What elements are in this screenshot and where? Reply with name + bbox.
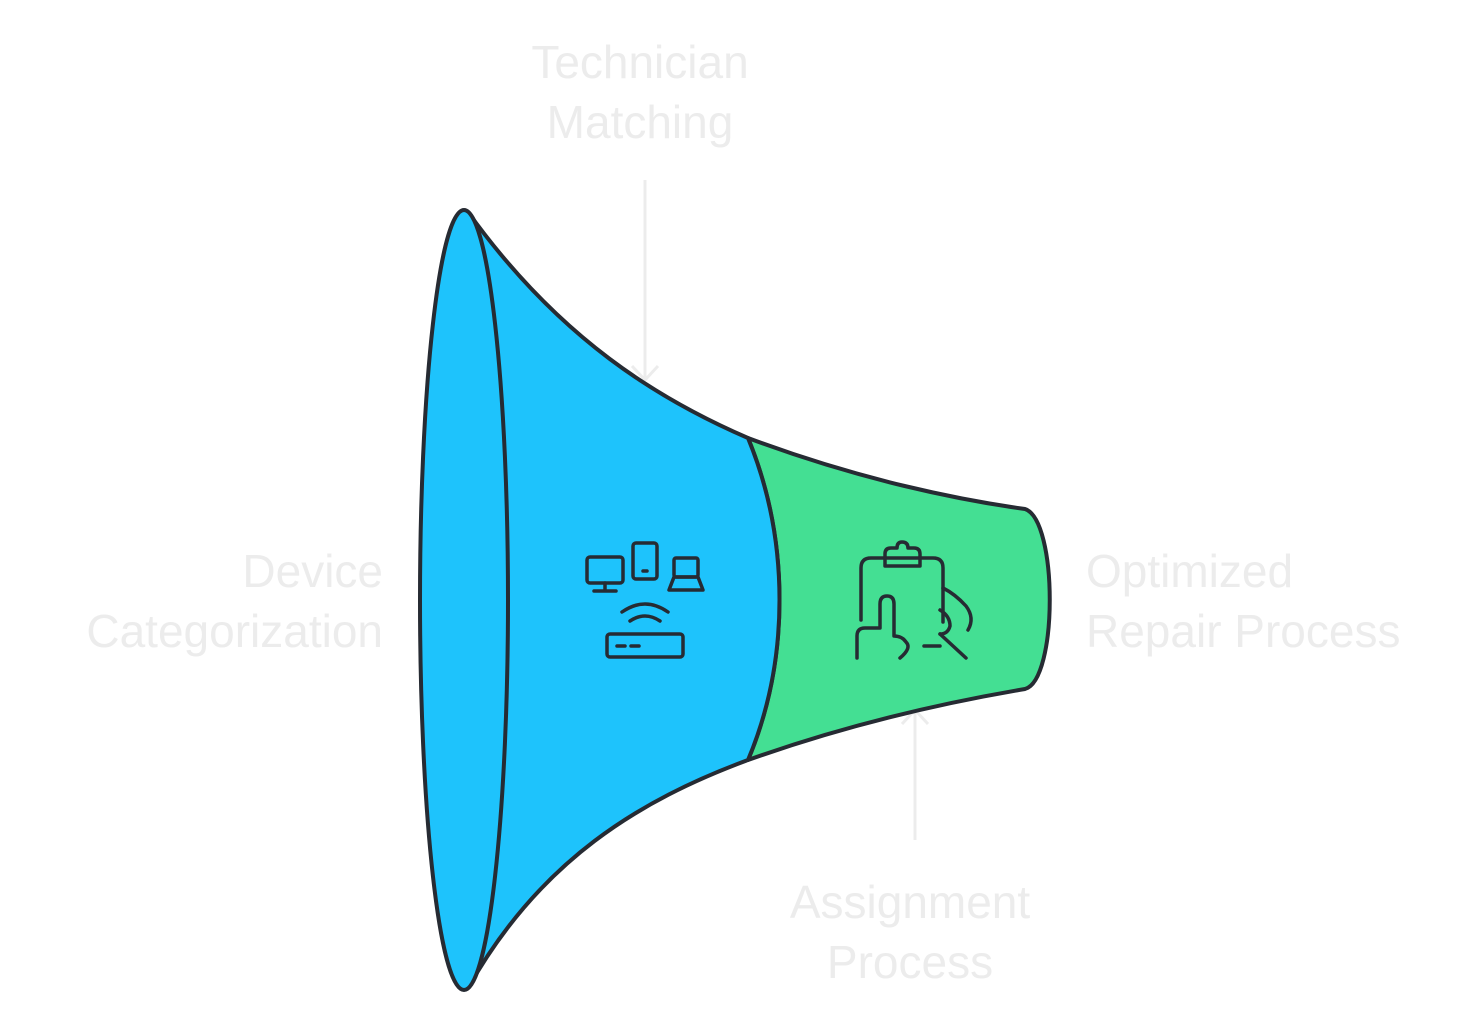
clipboard-hand-icon bbox=[855, 540, 973, 660]
stage-label-technician: Technician Matching bbox=[440, 32, 840, 152]
stage-label-line: Process bbox=[826, 936, 994, 988]
connected-devices-icon bbox=[585, 541, 705, 659]
stage-label-line: Technician bbox=[531, 36, 749, 88]
stage-label-line: Optimized bbox=[1086, 545, 1294, 597]
green-segment bbox=[746, 436, 1052, 762]
stage-label-line: Matching bbox=[546, 96, 734, 148]
technician-connector bbox=[630, 180, 660, 383]
funnel-mouth bbox=[418, 208, 510, 992]
stage-label-device: Device Categorization bbox=[0, 541, 383, 661]
stage-label-assignment: Assignment Process bbox=[710, 872, 1110, 992]
assignment-connector bbox=[900, 707, 930, 840]
stage-label-optimized: Optimized Repair Process bbox=[1086, 541, 1400, 661]
stage-label-line: Repair Process bbox=[1086, 605, 1401, 657]
stage-label-line: Device bbox=[242, 545, 383, 597]
stage-label-line: Categorization bbox=[86, 605, 383, 657]
stage-label-line: Assignment bbox=[789, 876, 1031, 928]
